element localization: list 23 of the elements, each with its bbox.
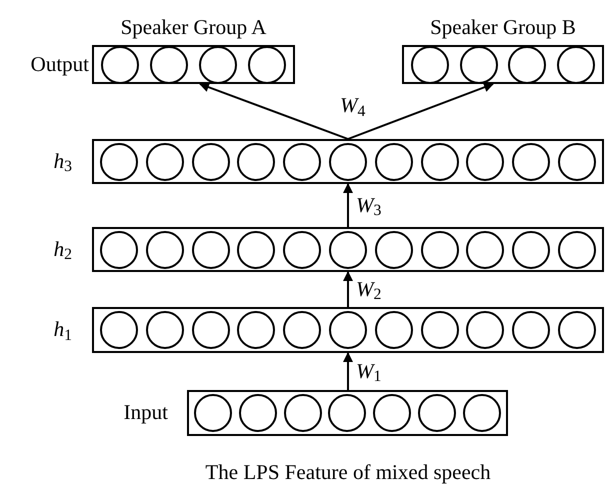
layer-label: h$_{2}$ xyxy=(54,238,72,260)
layer-label: h$_{3}$ xyxy=(54,150,72,172)
edge-label: W$_{1}$ xyxy=(356,360,382,382)
layer-label: h$_{1}$ xyxy=(54,319,72,340)
weight-label: W$_{4}$ xyxy=(340,95,366,116)
arrow xyxy=(343,352,353,390)
layer-box xyxy=(187,390,508,436)
group-heading: Speaker Group A xyxy=(120,17,266,38)
arrow xyxy=(348,82,494,140)
layer-box xyxy=(92,139,604,184)
group-heading: Speaker Group B xyxy=(430,17,576,38)
edge-label: W$_{3}$ xyxy=(356,194,382,216)
caption: The LPS Feature of mixed speech xyxy=(205,462,491,483)
arrow xyxy=(343,271,353,307)
layer-box xyxy=(92,307,604,353)
layer-box xyxy=(402,45,604,84)
arrow xyxy=(199,82,348,140)
layer-box xyxy=(92,45,295,84)
edge-label: W$_{2}$ xyxy=(356,278,382,300)
layer-label: Input xyxy=(124,402,168,423)
layer-box xyxy=(92,227,604,272)
layer-label: Output xyxy=(30,54,89,74)
arrow xyxy=(343,183,353,227)
